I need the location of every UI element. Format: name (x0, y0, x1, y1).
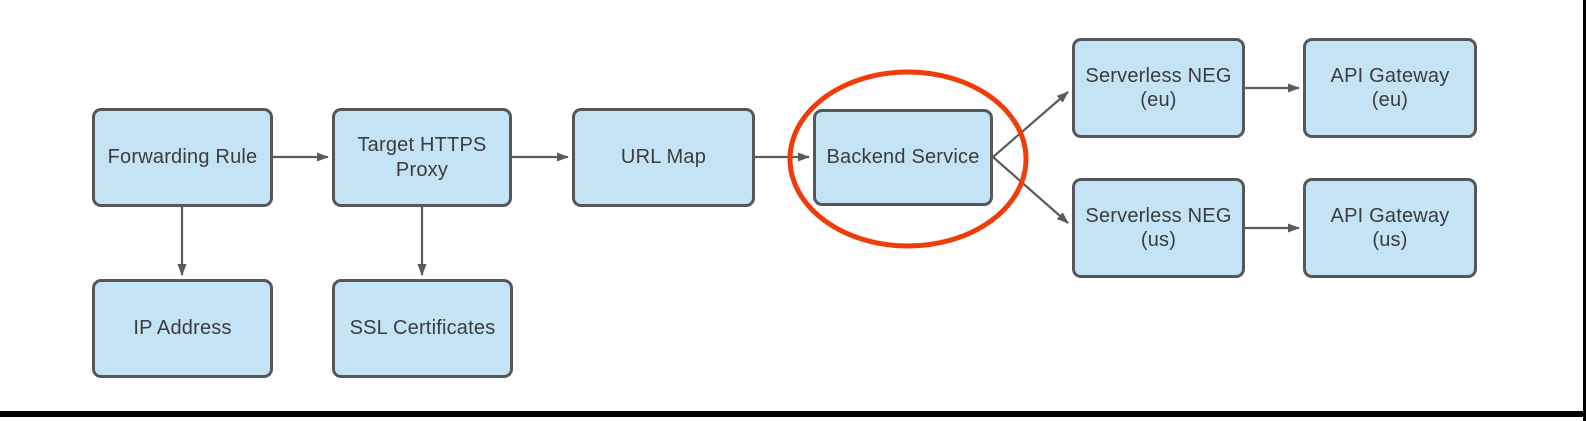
node-api-gateway-us-label: API Gateway (us) (1330, 204, 1450, 251)
node-serverless-neg-eu-label: Serverless NEG (eu) (1085, 64, 1232, 111)
node-target-https-proxy-label: Target HTTPS Proxy (357, 134, 487, 181)
node-api-gateway-eu: API Gateway (eu) (1303, 38, 1477, 138)
node-url-map: URL Map (572, 108, 755, 207)
node-backend-service-label: Backend Service (826, 146, 980, 169)
node-target-https-proxy: Target HTTPS Proxy (332, 108, 512, 207)
node-ssl-certificates: SSL Certificates (332, 279, 513, 378)
node-serverless-neg-us: Serverless NEG (us) (1072, 178, 1245, 278)
node-forwarding-rule: Forwarding Rule (92, 108, 273, 207)
node-ssl-certificates-label: SSL Certificates (349, 317, 496, 340)
edge-backend-service-to-serverless-neg-us (992, 156, 1069, 224)
node-serverless-neg-us-label: Serverless NEG (us) (1085, 204, 1232, 251)
right-border-line (1583, 0, 1586, 421)
node-ip-address: IP Address (92, 279, 273, 378)
node-ip-address-label: IP Address (133, 317, 232, 340)
node-serverless-neg-eu: Serverless NEG (eu) (1072, 38, 1245, 138)
bottom-border-bar (0, 411, 1586, 417)
node-api-gateway-us: API Gateway (us) (1303, 178, 1477, 278)
node-backend-service: Backend Service (813, 109, 993, 206)
node-forwarding-rule-label: Forwarding Rule (107, 146, 258, 169)
edge-backend-service-to-serverless-neg-eu (992, 91, 1069, 158)
node-api-gateway-eu-label: API Gateway (eu) (1330, 64, 1450, 111)
node-url-map-label: URL Map (620, 146, 707, 169)
